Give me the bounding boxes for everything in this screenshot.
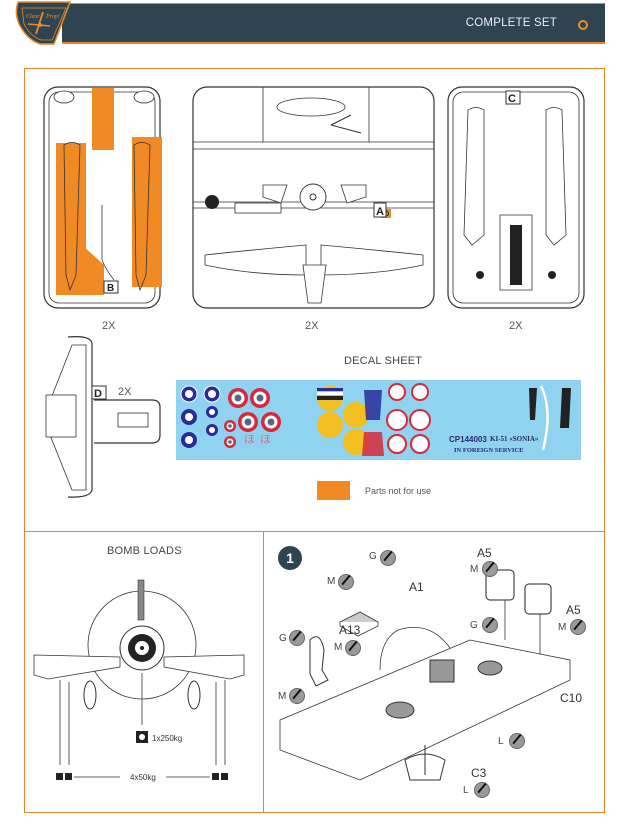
paint-code-l-right: L [498,736,504,747]
paint-icon [345,640,361,656]
sprue-b-part3-mask [92,88,114,150]
decal-sheet: ほ ほ CP144003 KI-51 «SONIA» IN FOREIGN SE… [176,380,581,460]
header-title: COMPLETE SET [465,17,557,29]
sprue-d-scale: 2X [118,386,132,398]
svg-text:ほ: ほ [244,433,255,446]
part-label-a13: A13 [339,623,361,637]
part-label-a1: A1 [409,580,424,594]
paint-icon [289,688,305,704]
paint-code-g-a1: G [369,551,377,562]
manchukuo-roundels [386,383,431,454]
paint-icon [482,617,498,633]
svg-text:ほ: ほ [260,433,271,446]
paint-code-m-a5-top: M [470,564,479,575]
svg-text:Prop!: Prop! [45,14,60,20]
legend-swatch [317,481,350,500]
paint-code-m-a1: M [327,576,336,587]
sprues-frame [24,68,605,532]
bomb-loads-diagram [33,579,245,780]
sprue-b-left-mask [56,143,86,295]
sprue-b: B [43,86,162,309]
paint-code-m-a13: M [334,642,343,653]
part-label-a5-right: A5 [566,603,581,617]
paint-icon [338,574,354,590]
svg-text:A: A [376,206,384,218]
sprue-b-scale: 2X [102,320,116,332]
paint-icon [380,550,396,566]
thai-roundels [317,385,369,455]
svg-text:C: C [508,93,516,105]
paint-code-m-left: M [278,691,287,702]
sprue-a-scale: 2X [305,320,319,332]
paint-icon [570,619,586,635]
bomb-wing-label: 4x50kg [130,773,156,782]
paint-code-l-c3: L [463,785,469,796]
roc-roundels [180,385,221,448]
step1-frame [263,531,605,813]
paint-code-g-a13: G [279,633,287,644]
sprue-c-scale: 2X [509,320,523,332]
bomb-loads-title: BOMB LOADS [107,545,182,557]
decal-code: CP144003 [449,435,487,444]
french-roundels [224,388,281,448]
decal-subtitle: IN FOREIGN SERVICE [454,447,524,454]
brand-logo: Clear Prop! [15,1,72,45]
header-bar: COMPLETE SET [62,3,605,44]
part-label-a5-top: A5 [477,546,492,560]
svg-text:B: B [107,283,114,294]
sprue-c: C [447,86,585,309]
part-label-c10: C10 [560,691,583,705]
sprue-b-right-mask [132,137,162,287]
paint-icon [482,561,498,577]
svg-text:D: D [94,388,102,400]
step1-assembly-diagram [279,569,571,781]
paint-code-g-mid: G [470,620,478,631]
sprue-d: D [45,336,161,498]
part-label-c3: C3 [471,766,487,780]
svg-text:Clear: Clear [26,14,40,20]
paint-icon [289,630,305,646]
paint-icon [509,733,525,749]
decal-sheet-title: DECAL SHEET [344,355,423,367]
legend-label: Parts not for use [365,486,432,496]
header-dot-icon [578,20,588,30]
bomb-center-label: 1x250kg [152,734,183,743]
paint-code-m-a5-right: M [558,622,567,633]
decal-name: KI-51 «SONIA» [490,435,539,443]
paint-icon [474,782,490,798]
sprue-a: A [192,86,435,309]
step-number: 1 [278,546,302,570]
decal-sheet-art: ほ ほ [180,383,571,456]
